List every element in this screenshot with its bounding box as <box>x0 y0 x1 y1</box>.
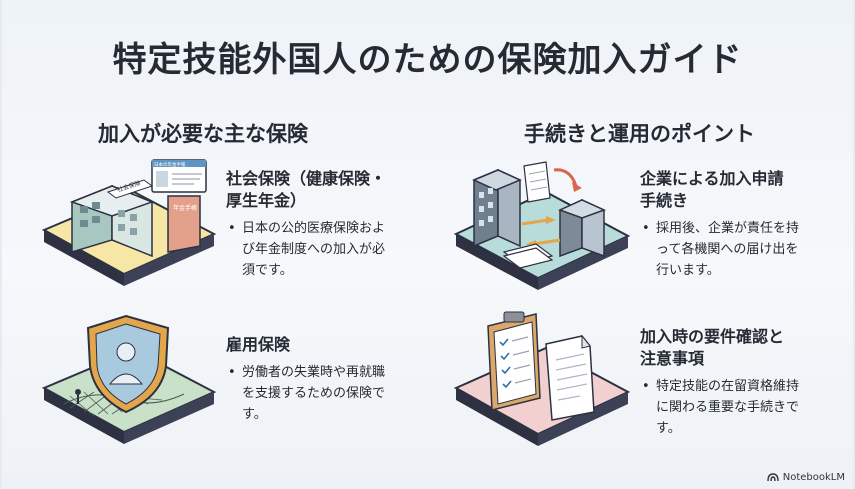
card-employment-insurance-bullet: • 労働者の失業時や再就職 を支援するための保険で す。 <box>226 362 385 425</box>
pension-book-text: 年金手帳 <box>173 204 197 212</box>
bullet-line: って各機関への届け出を <box>656 242 799 257</box>
bullet-line: す。 <box>242 407 267 422</box>
brand-label: NotebookLM <box>782 472 845 483</box>
section-heading-procedures: 手続きと運用のポイント <box>524 122 755 146</box>
card-title-line: 注意事項 <box>640 349 705 368</box>
card-label-text: 日本の年金手帳 <box>154 161 186 168</box>
bullet-dot: • <box>228 221 236 236</box>
bullet-line: に関わる重要な手続きで <box>656 400 800 415</box>
card-employment-insurance-title: 雇用保険 <box>226 334 290 356</box>
page-title: 特定技能外国人のための保険加入ガイド <box>112 40 743 80</box>
notebooklm-logo-icon <box>767 473 779 482</box>
card-requirements-bullet: • 特定技能の在留資格維持 に関わる重要な手続きで す。 <box>640 376 799 439</box>
card-title-line: 企業による加入申請 <box>640 169 784 188</box>
bullet-line: 採用後、企業が責任を持 <box>656 221 800 236</box>
bullet-line: 労働者の失業時や再就職 <box>242 365 386 380</box>
card-company-application-title: 企業による加入申請 手続き <box>640 168 784 212</box>
card-requirements-title: 加入時の要件確認と 注意事項 <box>640 326 784 370</box>
bullet-line: を支援するための保険で <box>242 386 386 401</box>
employment-insurance-illustration <box>41 314 217 444</box>
bullet-line: 行います。 <box>656 263 720 278</box>
bullet-dot: • <box>642 379 650 394</box>
card-company-application-bullet: • 採用後、企業が責任を持 って各機関への届け出を 行います。 <box>640 218 799 281</box>
bullet-line: び年金制度への加入が必 <box>242 242 386 257</box>
bullet-line: 須です。 <box>242 263 293 278</box>
card-title-line: 雇用保険 <box>226 335 291 354</box>
requirements-check-illustration <box>453 311 631 446</box>
card-title-line: 厚生年金） <box>226 191 307 210</box>
bullet-dot: • <box>642 221 650 236</box>
card-title-line: 加入時の要件確認と <box>640 327 785 346</box>
notebooklm-watermark: NotebookLM <box>767 472 845 483</box>
card-social-insurance-bullet: • 日本の公的医療保険およ び年金制度への加入が必 須です。 <box>226 218 385 281</box>
company-application-illustration <box>453 161 631 290</box>
bullet-line: 日本の公的医療保険およ <box>242 221 386 236</box>
bullet-line: す。 <box>656 421 681 436</box>
section-heading-insurance: 加入が必要な主な保険 <box>98 122 308 146</box>
card-title-line: 社会保険（健康保険・ <box>226 169 387 188</box>
bullet-dot: • <box>228 365 236 380</box>
card-title-line: 手続き <box>640 191 689 210</box>
bullet-line: 特定技能の在留資格維持 <box>656 379 800 394</box>
building-insurance-illustration: 社会保険 日本の年金手帳 年金手帳 <box>41 159 217 286</box>
card-social-insurance-title: 社会保険（健康保険・ 厚生年金） <box>226 168 386 212</box>
